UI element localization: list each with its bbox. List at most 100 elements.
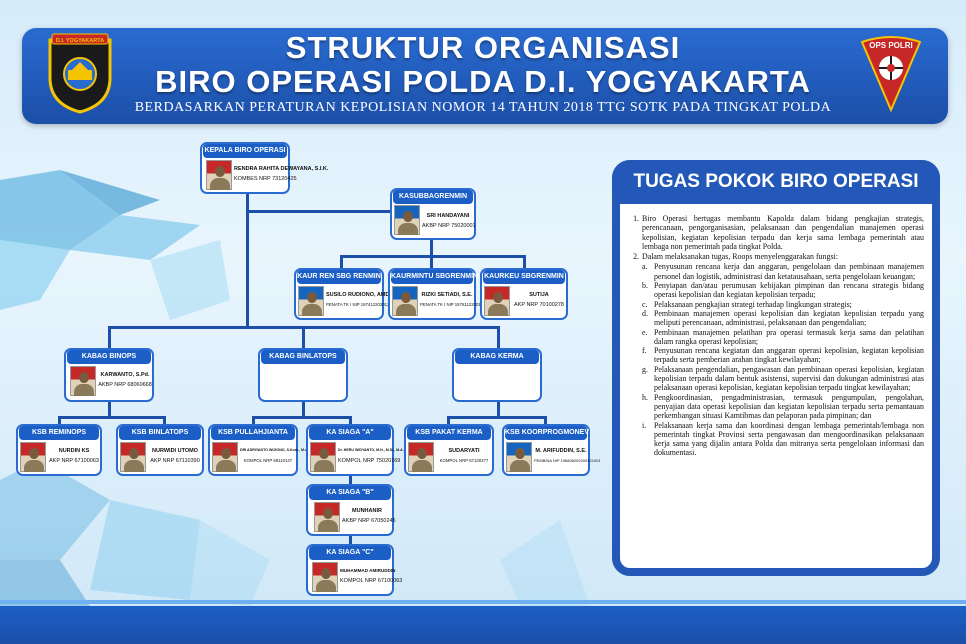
task-sub-number: e. xyxy=(642,327,648,337)
org-box-title: KSB KOORPROGMONEV xyxy=(505,426,589,440)
task-text: Biro Operasi bertugas membantu Kapolda d… xyxy=(642,214,924,251)
connector-line xyxy=(340,255,526,258)
task-number: 2. xyxy=(633,252,639,262)
task-sub-text: Penyusunan rencana kegiatan dan anggaran… xyxy=(654,346,924,365)
task-item: 1. Biro Operasi bertugas membantu Kapold… xyxy=(628,214,924,251)
org-box-title: KAUR REN SBG RENMIN xyxy=(297,270,381,284)
person-photo xyxy=(206,160,232,190)
person-photo xyxy=(70,366,96,396)
header-banner xyxy=(22,28,948,124)
connector-line xyxy=(302,400,305,418)
person-rank: KOMPOL NRP 67120377 xyxy=(439,458,489,463)
person-photo xyxy=(298,286,324,316)
connector-line xyxy=(108,326,111,348)
person-name: SRI HANDAYANI xyxy=(426,213,470,219)
logo-right-label: OPS POLRI xyxy=(869,41,913,50)
task-sub-number: g. xyxy=(642,364,648,374)
connector-line xyxy=(523,255,526,270)
connector-line xyxy=(544,416,547,426)
person-rank: AKBP NRP 68060668 xyxy=(98,382,152,388)
person-rank: KOMPOL NRP 67100063 xyxy=(340,578,403,584)
task-item: 2. Dalam melaksanakan tugas, Roops menye… xyxy=(628,252,924,261)
person-photo xyxy=(20,442,46,472)
task-sub-item: h. Pengkoordinasian, pengadministrasian,… xyxy=(642,393,924,421)
connector-line xyxy=(302,326,305,348)
person-rank: KOMBES NRP 73120425 xyxy=(234,176,297,182)
task-sub-item: e. Pembinaan manajemen pelatihan pra ope… xyxy=(642,328,924,347)
person-name: Dr. HERU WIDYANTO, M.H., M.Si., M.A.P. xyxy=(338,448,407,452)
task-sub-item: g. Pelaksanaan pengendalian, pengawasan … xyxy=(642,365,924,393)
task-sub-item: f. Penyusunan rencana kegiatan dan angga… xyxy=(642,346,924,365)
footer-bar xyxy=(0,606,966,644)
org-box-title: KSB PULLAHJIANTA xyxy=(211,426,295,440)
connector-line xyxy=(340,255,343,270)
person-name: KARWANTO, S.Pd. xyxy=(100,372,150,378)
org-box-title: KA SIAGA "B" xyxy=(309,486,391,500)
task-sub-item: a. Penyusunan rencana kerja dan anggaran… xyxy=(642,262,924,281)
org-box-title: KAURKEU SBGRENMIN xyxy=(483,270,565,284)
person-name: SUTIJA xyxy=(529,292,549,298)
page-subtitle: BERDASARKAN PERATURAN KEPOLISIAN NOMOR 1… xyxy=(134,100,832,115)
connector-line xyxy=(349,534,352,546)
connector-line xyxy=(349,416,352,426)
person-photo xyxy=(312,562,338,592)
person-photo xyxy=(212,442,238,472)
connector-line xyxy=(447,416,450,426)
task-sub-number: h. xyxy=(642,392,648,402)
task-sub-item: b. Penyiapan dan/atau perumusan kebijaka… xyxy=(642,281,924,300)
person-name: M. ARIFUDDIN, S.E. xyxy=(535,448,587,454)
task-sub-number: a. xyxy=(642,262,648,272)
footer-stripe xyxy=(0,600,966,604)
tasks-panel xyxy=(612,160,940,576)
task-sub-item: i. Pelaksanaan kerja sama dan koordinasi… xyxy=(642,421,924,458)
connector-line xyxy=(58,416,166,419)
person-photo xyxy=(506,442,532,472)
person-name: NURWIDI UTOMO xyxy=(152,448,198,454)
person-rank: AKP NRP 67110390 xyxy=(150,458,200,464)
connector-line xyxy=(349,474,352,486)
connector-line xyxy=(58,416,61,426)
person-rank: PENATA TK I NIP 197412202012001 xyxy=(326,302,397,307)
task-sub-text: Pelaksanaan pengkajian strategi terhadap… xyxy=(654,299,852,309)
org-box-title: KSB PAKAT KERMA xyxy=(407,426,491,440)
connector-line xyxy=(497,326,500,348)
person-name: NURDIN KS xyxy=(58,448,90,454)
task-sub-number: d. xyxy=(642,308,648,318)
connector-line xyxy=(252,416,352,419)
task-sub-text: Penyusunan rencana kerja dan anggaran, p… xyxy=(654,262,924,281)
person-rank: KOMPOL NRP 75020169 xyxy=(338,458,401,464)
org-box-title: KSB REMINOPS xyxy=(19,426,99,440)
task-sub-text: Pembinaan manajemen operasi kepolisian d… xyxy=(654,308,924,328)
org-box-title: KA SIAGA "A" xyxy=(309,426,391,440)
person-photo xyxy=(392,286,418,316)
connector-line xyxy=(246,210,448,213)
person-rank: AKBP NRP 75020001 xyxy=(422,223,476,229)
connector-line xyxy=(108,400,111,418)
person-rank: PENATA TK I NIP 197611220012001 xyxy=(420,302,491,307)
task-sub-text: Pelaksanaan kerja sama dan koordinasi de… xyxy=(654,420,924,458)
org-box-title: KAURMINTU SBGRENMIN xyxy=(391,270,478,284)
task-sub-number: f. xyxy=(642,346,647,356)
task-sub-number: i. xyxy=(642,420,647,430)
org-box-title: KA SIAGA "C" xyxy=(309,546,391,560)
org-box-title: KSB BINLATOPS xyxy=(119,426,201,440)
connector-line xyxy=(246,193,249,328)
person-name: RIZKI SETIADI, S.E. xyxy=(421,292,473,298)
person-photo xyxy=(310,442,336,472)
org-box-title: KABAG KERMA xyxy=(455,350,539,364)
person-name: DRI ADRIYANTO WIJIONO, S.Kom., M.A. xyxy=(240,448,309,452)
page-title-line2: BIRO OPERASI POLDA D.I. YOGYAKARTA xyxy=(155,64,811,99)
person-name: MUNHANIR xyxy=(352,508,382,514)
task-number: 1. xyxy=(633,214,639,223)
task-text: Dalam melaksanakan tugas, Roops menyelen… xyxy=(642,252,838,262)
person-name: SUDARYATI xyxy=(448,448,480,454)
tasks-list: 1. Biro Operasi bertugas membantu Kapold… xyxy=(628,214,924,458)
connector-line xyxy=(447,416,547,419)
task-sub-text: Pelaksanaan pengendalian, pengawasan dan… xyxy=(654,364,924,393)
task-sub-text: Penyiapan dan/atau perumusan kebijakan p… xyxy=(654,281,924,300)
ops-polri-logo-icon: OPS POLRI xyxy=(860,36,922,113)
task-sub-number: c. xyxy=(642,299,648,309)
org-box-title: KASUBBAGRENMIN xyxy=(393,190,473,204)
polda-diy-logo-icon: D.I. YOGYAKARTA xyxy=(48,33,112,114)
